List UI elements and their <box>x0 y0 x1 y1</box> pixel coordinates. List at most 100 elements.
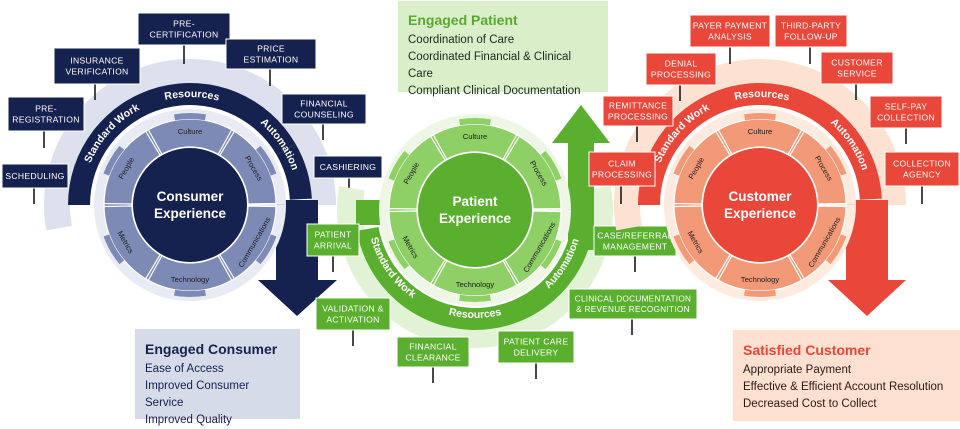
consumer-background-ring <box>43 58 336 231</box>
customer-wheel-center-title: Experience <box>724 206 797 221</box>
consumer-step-3-box <box>137 12 231 46</box>
consumer-wheel-center-title: Experience <box>154 206 227 221</box>
patient-step-5-text: MANAGEMENT <box>603 241 668 251</box>
patient-wheel-tooth-1 <box>540 150 562 181</box>
satisfied-customer-title: Satisfied Customer <box>743 342 871 358</box>
consumer-step-3-text: PRE- <box>173 19 195 29</box>
patient-wheel-tooth-3 <box>459 294 491 303</box>
consumer-wheel-segment-0 <box>147 118 233 156</box>
patient-wheel-segment-1 <box>504 135 562 210</box>
satisfied-customer-box: Satisfied Customer Appropriate Payment E… <box>733 330 960 421</box>
customer-step-0-box <box>588 151 656 187</box>
customer-step-2-text: PROCESSING <box>651 69 711 79</box>
patient-wheel-tooth-4 <box>388 239 410 270</box>
patient-step-2-text: FINANCIAL <box>409 342 457 352</box>
engaged-patient-line-2: Coordinated Financial & Clinical Care <box>408 51 571 80</box>
patient-step-2-text: CLEARANCE <box>405 352 460 362</box>
customer-step-1-text: REMITTANCE <box>609 101 667 111</box>
customer-wheel-segment-2 <box>789 205 847 280</box>
customer-step-7-box <box>884 151 960 187</box>
consumer-step-5-text: FINANCIAL <box>300 99 348 109</box>
customer-wheel-tooth-4 <box>673 234 695 265</box>
patient-arrow-head <box>552 105 610 143</box>
customer-step-7-text: COLLECTION <box>893 159 951 169</box>
customer-wheel-center-circle <box>703 148 817 262</box>
customer-background-ring <box>614 59 906 231</box>
customer-step-6-box <box>869 95 943 129</box>
patient-step-1: VALIDATION &ACTIVATION <box>315 297 391 331</box>
patient-wheel-tooth-5 <box>388 150 410 181</box>
engaged-consumer-line-1: Ease of Access <box>145 363 224 375</box>
customer-step-5-text: SERVICE <box>837 68 877 78</box>
engaged-patient-line-1: Coordination of Care <box>408 34 515 46</box>
customer-step-7-text: AGENCY <box>903 169 941 179</box>
consumer-step-6: CASHIERING <box>313 155 383 179</box>
consumer-step-1-box <box>7 96 85 132</box>
patient-wheel-tooth-2 <box>540 239 562 270</box>
patient-process-arc <box>356 227 591 330</box>
patient-wheel-tooth-0 <box>459 118 491 126</box>
customer-wheel-tooth-2 <box>825 234 847 265</box>
consumer-process-arc-tail <box>276 144 312 200</box>
consumer-wheel-tooth-0 <box>174 113 206 121</box>
customer-step-5-text: CUSTOMER <box>831 58 882 68</box>
customer-step-5-box <box>820 51 894 85</box>
customer-step-3-box <box>689 14 771 48</box>
consumer-wheel-tooth-4 <box>103 234 125 265</box>
patient-step-5-text: CASE/REFERRAL <box>597 231 673 241</box>
patient-wheel-center-circle <box>418 153 532 267</box>
patient-step-0-box <box>306 223 360 257</box>
patient-step-4-box <box>568 288 698 320</box>
consumer-wheel-segment-1 <box>219 130 277 205</box>
consumer-wheel-segment-3 <box>147 254 233 292</box>
patient-arc-resources: Resources <box>448 306 503 321</box>
customer-wheel-tooth-0 <box>744 112 776 121</box>
customer-step-1-text: PROCESSING <box>608 111 668 121</box>
engaged-consumer-title: Engaged Consumer <box>145 341 278 357</box>
engaged-consumer-box: Engaged Consumer Ease of Access Improved… <box>135 329 300 426</box>
patient-step-4-text: & REVENUE RECOGNITION <box>576 305 690 314</box>
customer-wheel-segment-0 <box>717 118 803 156</box>
consumer-wheel-tooth-2 <box>255 234 277 265</box>
customer-wheel-tooth-3 <box>744 289 776 297</box>
customer-step-3-text: PAYER PAYMENT <box>693 21 768 31</box>
customer-step-6-text: SELF-PAY <box>885 102 928 112</box>
customer-step-4-text: THIRD-PARTY <box>781 21 841 31</box>
consumer-arrow-head <box>258 280 337 316</box>
patient-step-2-box <box>396 336 470 368</box>
patient-step-0-text: PATIENT <box>314 230 352 240</box>
consumer-step-3-text: CERTIFICATION <box>150 29 219 39</box>
customer-step-4-text: FOLLOW-UP <box>784 31 838 41</box>
consumer-step-1-text: REGISTRATION <box>12 114 79 124</box>
engaged-patient-line-3: Compliant Clinical Documentation <box>408 85 581 97</box>
patient-wheel-segment-4 <box>388 210 446 285</box>
consumer-step-2-text: INSURANCE <box>70 56 123 66</box>
patient-wheel-segment-2 <box>504 210 562 285</box>
customer-step-0-text: PROCESSING <box>592 169 652 179</box>
consumer-step-5-box <box>281 93 367 125</box>
customer-wheel-segment-1 <box>789 130 847 205</box>
consumer-wheel-segment-label: Culture <box>178 127 202 136</box>
customer-step-3-text: ANALYSIS <box>708 31 752 41</box>
consumer-wheel-segment-2 <box>219 205 277 280</box>
customer-wheel-tooth-5 <box>673 145 695 176</box>
consumer-step-1: PRE-REGISTRATION <box>7 96 85 132</box>
consumer-step-6-text: CASHIERING <box>320 162 376 172</box>
consumer-step-5-text: COUNSELING <box>294 109 354 119</box>
consumer-step-4-text: ESTIMATION <box>244 54 299 64</box>
satisfied-customer-line-3: Decreased Cost to Collect <box>743 398 877 410</box>
patient-wheel-center-title: Experience <box>439 211 512 226</box>
customer-wheel-segment-5 <box>673 130 731 205</box>
customer-wheel-segment-3 <box>717 254 803 292</box>
